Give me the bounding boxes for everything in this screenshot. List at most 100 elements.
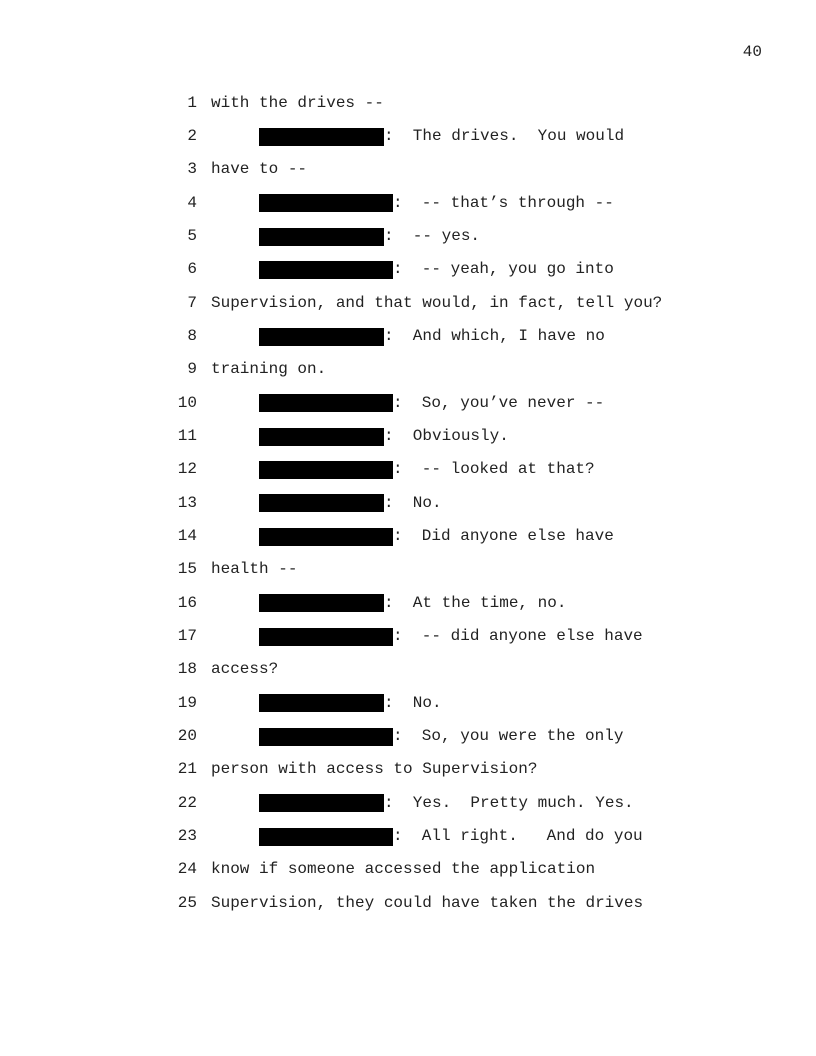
transcript-line: 18 access?: [0, 653, 816, 686]
transcript-line: 6 : -- yeah, you go into: [0, 253, 816, 286]
line-number: 4: [187, 193, 197, 212]
redacted-speaker-name: [259, 794, 384, 813]
line-text: : -- yes.: [384, 226, 481, 245]
line-number: 3: [187, 160, 197, 179]
redacted-speaker-name: [259, 627, 393, 646]
line-text: training on.: [211, 360, 327, 379]
line-number: 16: [177, 593, 197, 612]
line-text: : Did anyone else have: [393, 526, 614, 545]
redacted-speaker-name: [259, 460, 393, 479]
redacted-speaker-name: [259, 127, 384, 146]
line-text: : No.: [384, 693, 442, 712]
speaker-turn: : And which, I have no: [259, 320, 605, 353]
page-number: 40: [742, 43, 762, 61]
speaker-turn: : The drives. You would: [259, 120, 624, 153]
redacted-speaker-name: [259, 494, 384, 513]
line-number: 25: [177, 893, 197, 912]
transcript-line: 1 with the drives --: [0, 87, 816, 120]
line-number: 1: [187, 93, 197, 112]
redacted-speaker-name: [259, 527, 393, 546]
speaker-turn: : Did anyone else have: [259, 520, 614, 553]
transcript-line: 16 : At the time, no.: [0, 587, 816, 620]
redacted-speaker-name: [259, 727, 393, 746]
redacted-speaker-name: [259, 427, 384, 446]
redacted-speaker-name: [259, 694, 384, 713]
line-number: 21: [177, 760, 197, 779]
speaker-turn: : -- yes.: [259, 220, 480, 253]
line-text: : So, you’ve never --: [393, 393, 605, 412]
transcript-line: 12 : -- looked at that?: [0, 453, 816, 486]
line-number: 12: [177, 460, 197, 479]
transcript-line: 25 Supervision, they could have taken the…: [0, 887, 816, 920]
line-text: : Yes. Pretty much. Yes.: [384, 793, 634, 812]
transcript-line: 13 : No.: [0, 487, 816, 520]
transcript-line: 24 know if someone accessed the applicati…: [0, 853, 816, 886]
line-number: 17: [177, 627, 197, 645]
redacted-speaker-name: [259, 827, 393, 846]
line-number: 13: [177, 493, 197, 512]
line-text: health --: [211, 560, 298, 579]
transcript-line: 14 : Did anyone else have: [0, 520, 816, 553]
line-text: : All right. And do you: [393, 827, 643, 846]
transcript-line: 5 : -- yes.: [0, 220, 816, 253]
line-number: 18: [177, 660, 197, 679]
redacted-speaker-name: [259, 227, 384, 246]
line-number: 7: [187, 293, 197, 312]
line-number: 15: [177, 560, 197, 579]
line-text: : Obviously.: [384, 426, 509, 445]
transcript-line: 21 person with access to Supervision?: [0, 753, 816, 786]
redacted-speaker-name: [259, 594, 384, 613]
speaker-turn: : All right. And do you: [259, 820, 643, 853]
line-text: : And which, I have no: [384, 326, 605, 345]
speaker-turn: : Obviously.: [259, 420, 509, 453]
transcript-line: 2 : The drives. You would: [0, 120, 816, 153]
line-number: 20: [177, 727, 197, 746]
transcript-line: 11: Obviously.: [0, 420, 816, 453]
line-number: 19: [177, 693, 197, 712]
line-text: know if someone accessed the application: [211, 860, 596, 879]
speaker-turn: : At the time, no.: [259, 587, 566, 620]
transcript-line: 20 : So, you were the only: [0, 720, 816, 753]
redacted-speaker-name: [259, 327, 384, 346]
transcript-line: 22 : Yes. Pretty much. Yes.: [0, 787, 816, 820]
line-text: with the drives --: [211, 93, 384, 112]
transcript-line: 19 : No.: [0, 687, 816, 720]
line-text: : At the time, no.: [384, 593, 567, 612]
speaker-turn: : So, you were the only: [259, 720, 623, 753]
line-text: : The drives. You would: [384, 126, 625, 145]
line-text: person with access to Supervision?: [211, 760, 538, 779]
line-text: : -- yeah, you go into: [393, 260, 614, 279]
speaker-turn: : -- yeah, you go into: [259, 253, 614, 286]
speaker-turn: : -- that’s through --: [259, 187, 614, 220]
line-text: : -- did anyone else have: [393, 627, 643, 645]
line-number: 8: [187, 326, 197, 345]
speaker-turn: : -- looked at that?: [259, 453, 595, 486]
line-number: 24: [177, 860, 197, 879]
line-number: 5: [187, 226, 197, 245]
line-number: 22: [177, 793, 197, 812]
speaker-turn: : So, you’ve never --: [259, 387, 604, 420]
line-number: 2: [187, 126, 197, 145]
transcript-line: 10: So, you’ve never --: [0, 387, 816, 420]
speaker-turn: : Yes. Pretty much. Yes.: [259, 787, 634, 820]
speaker-turn: : No.: [259, 687, 442, 720]
line-text: : No.: [384, 493, 442, 512]
line-text: Supervision, they could have taken the d…: [211, 893, 644, 912]
transcript-line: 9 training on.: [0, 353, 816, 386]
line-text: access?: [211, 660, 279, 679]
line-number: 14: [177, 526, 197, 545]
redacted-speaker-name: [259, 260, 393, 279]
line-text: Supervision, and that would, in fact, te…: [211, 293, 663, 312]
transcript-line: 17 : -- did anyone else have: [0, 620, 816, 653]
transcript-line: 15 health --: [0, 553, 816, 586]
line-text: : -- looked at that?: [393, 460, 595, 479]
transcript-line: 7 Supervision, and that would, in fact, t…: [0, 287, 816, 320]
transcript-line: 4 : -- that’s through --: [0, 187, 816, 220]
transcript-body: 1 with the drives -- 2 : The drives. You wo…: [0, 87, 816, 921]
line-number: 23: [177, 827, 197, 846]
redacted-speaker-name: [259, 194, 393, 213]
line-number: 6: [187, 260, 197, 279]
speaker-turn: : -- did anyone else have: [259, 620, 643, 653]
line-number: 9: [187, 360, 197, 379]
